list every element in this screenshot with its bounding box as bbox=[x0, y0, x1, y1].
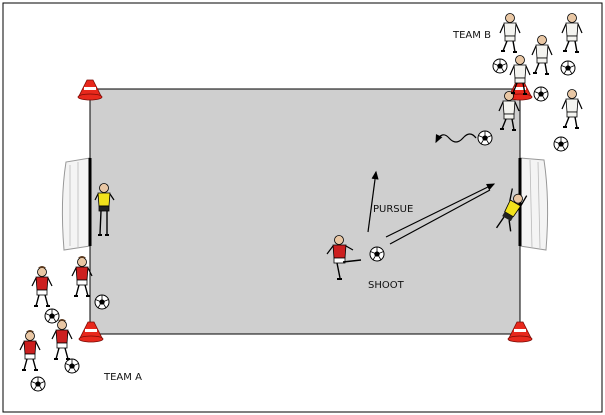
pursue-arrow bbox=[367, 170, 379, 233]
shooter-ball bbox=[369, 246, 385, 262]
defender-player bbox=[94, 183, 115, 236]
goal-left bbox=[61, 157, 91, 251]
pursue-label: PURSUE bbox=[373, 204, 413, 215]
dribble-wave-arrow bbox=[435, 133, 477, 144]
goalkeeper-player bbox=[495, 188, 528, 232]
pitch-area bbox=[89, 88, 521, 335]
shot-path-arrow bbox=[385, 183, 496, 245]
team-b-active-ball bbox=[477, 130, 493, 146]
team-b-label: TEAM B bbox=[452, 30, 491, 41]
goal-right bbox=[519, 157, 549, 251]
shooter-player bbox=[326, 235, 362, 280]
shoot-label: SHOOT bbox=[368, 280, 405, 291]
team-a-label: TEAM A bbox=[103, 372, 142, 383]
